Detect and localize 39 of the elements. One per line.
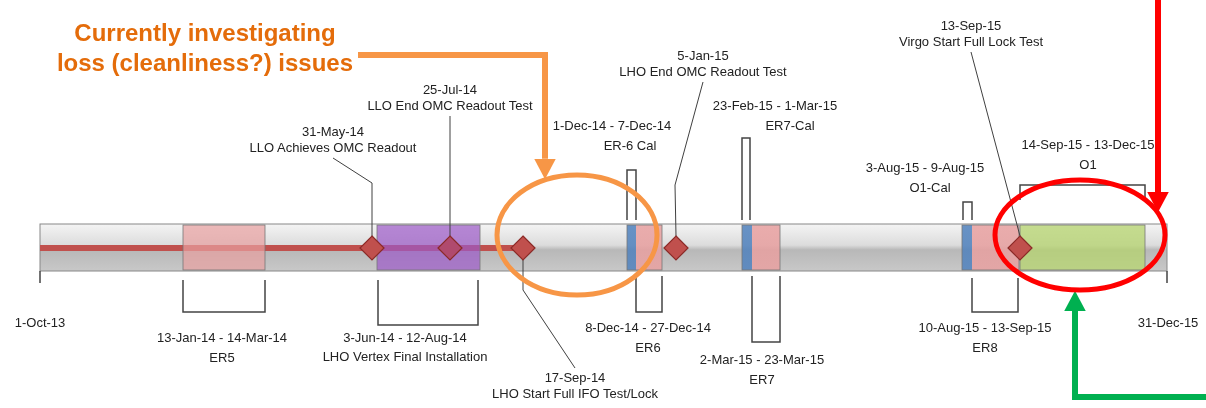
milestone-label: LLO Achieves OMC Readout — [249, 140, 417, 156]
callout-text: Currently investigating loss (cleanliness?) issues — [55, 18, 355, 78]
milestone-label: Virgo Start Full Lock Test — [899, 34, 1043, 50]
date-range: 3-Aug-15 - 9-Aug-15 — [865, 160, 985, 176]
milestone-label: LHO End OMC Readout Test — [619, 64, 787, 80]
phase-label: O1-Cal — [909, 180, 951, 196]
date-range: 8-Dec-14 - 27-Dec-14 — [585, 320, 711, 336]
date-range: 2-Mar-15 - 23-Mar-15 — [699, 352, 825, 368]
phase-label: ER5 — [209, 350, 235, 366]
phase-label: ER6 — [635, 340, 661, 356]
leader-line — [449, 115, 451, 237]
leader-line — [332, 157, 373, 237]
date-range: 1-Dec-14 - 7-Dec-14 — [552, 118, 672, 134]
milestone-label: LLO End OMC Readout Test — [367, 98, 533, 114]
leader-line — [970, 51, 1021, 237]
date-range: 14-Sep-15 - 13-Dec-15 — [1021, 137, 1155, 153]
milestone-date: 25-Jul-14 — [421, 82, 479, 98]
date-range: 13-Jan-14 - 14-Mar-14 — [156, 330, 288, 346]
phase-label: ER-6 Cal — [603, 138, 657, 154]
date-range: 23-Feb-15 - 1-Mar-15 — [712, 98, 838, 114]
milestone-date: 13-Sep-15 — [939, 18, 1003, 34]
milestone-label: LHO Start Full IFO Test/Lock — [492, 386, 658, 402]
phase-label: ER7 — [749, 372, 775, 388]
arrow — [1147, 0, 1169, 213]
end-date: 31-Dec-15 — [1137, 315, 1199, 331]
phase-label: ER8 — [972, 340, 998, 356]
milestone-date: 17-Sep-14 — [543, 370, 607, 386]
phase-label: O1 — [1079, 157, 1097, 173]
leader-line — [674, 81, 704, 237]
milestone-date: 31-May-14 — [300, 124, 366, 140]
start-date: 1-Oct-13 — [14, 315, 66, 331]
date-range: 3-Jun-14 - 12-Aug-14 — [343, 330, 467, 346]
arrow — [358, 52, 556, 180]
leader-line — [522, 259, 576, 369]
arrow — [1064, 290, 1206, 400]
date-range: 10-Aug-15 - 13-Sep-15 — [918, 320, 1052, 336]
phase-label: LHO Vertex Final Installation — [322, 349, 488, 365]
phase-label: ER7-Cal — [765, 118, 815, 134]
milestone-date: 5-Jan-15 — [676, 48, 730, 64]
